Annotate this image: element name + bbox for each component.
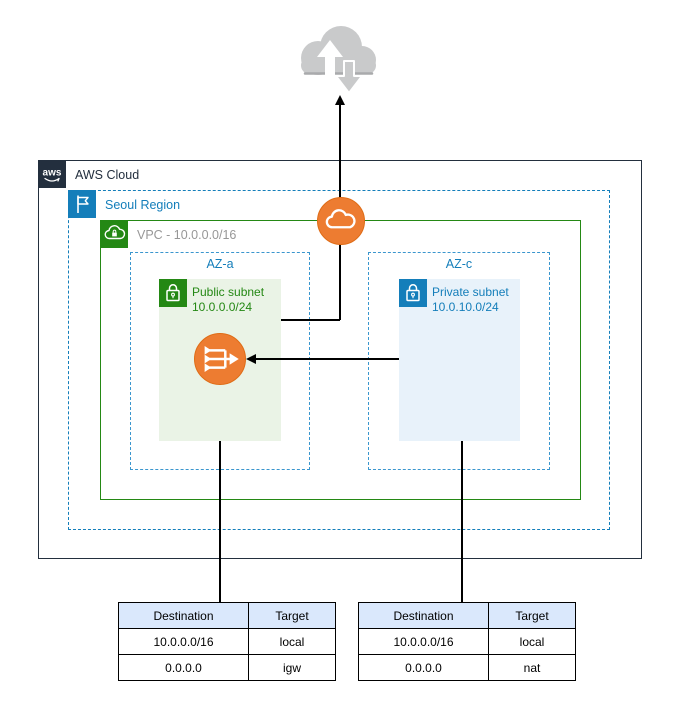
left-arrowhead-icon [246, 354, 256, 364]
vpc-label: VPC - 10.0.0.0/16 [137, 228, 237, 242]
table-row: 10.0.0.0/16 local [358, 628, 576, 655]
private-subnet-to-nat-line [253, 358, 399, 360]
nat-gateway-icon [194, 333, 246, 385]
table-row: 0.0.0.0 igw [118, 654, 336, 681]
private-subnet-box: Private subnet 10.0.10.0/24 [399, 279, 520, 441]
public-subnet-to-route-table-line [219, 441, 221, 602]
private-subnet-cidr: 10.0.10.0/24 [432, 300, 499, 314]
up-arrowhead-icon [335, 95, 345, 105]
route-table-cell: igw [248, 654, 336, 681]
private-subnet-label: Private subnet [432, 285, 509, 299]
aws-cloud-label: AWS Cloud [75, 168, 140, 182]
route-table-header-cell: Target [248, 602, 336, 629]
route-table-header-cell: Target [488, 602, 576, 629]
route-table-header-cell: Destination [118, 602, 249, 629]
region-flag-icon [68, 190, 96, 218]
table-row: Destination Target [358, 602, 576, 629]
route-table-cell: nat [488, 654, 576, 681]
private-route-table: Destination Target 10.0.0.0/16 local 0.0… [358, 602, 576, 681]
route-table-cell: 0.0.0.0 [118, 654, 249, 681]
upload-arrow-icon [317, 40, 343, 76]
route-table-header-cell: Destination [358, 602, 489, 629]
public-subnet-to-igw-line [281, 319, 340, 321]
internet-cloud-icon [301, 26, 376, 94]
region-label: Seoul Region [105, 198, 181, 212]
internet-gateway-icon [317, 197, 365, 245]
aws-cloud-box: aws AWS Cloud Seoul Region [38, 160, 642, 559]
public-route-table: Destination Target 10.0.0.0/16 local 0.0… [118, 602, 336, 681]
public-subnet-lock-icon [159, 279, 187, 307]
route-table-cell: 10.0.0.0/16 [118, 628, 249, 655]
az-c-box: AZ-c [368, 252, 550, 470]
table-row: 0.0.0.0 nat [358, 654, 576, 681]
private-subnet-to-route-table-line [461, 441, 463, 602]
az-a-label: AZ-a [206, 257, 234, 271]
vpc-icon [100, 220, 128, 248]
route-table-cell: 0.0.0.0 [358, 654, 489, 681]
table-row: Destination Target [118, 602, 336, 629]
aws-logo-icon: aws [38, 160, 66, 188]
route-table-cell: local [248, 628, 336, 655]
route-table-cell: 10.0.0.0/16 [358, 628, 489, 655]
az-c-label: AZ-c [445, 257, 473, 271]
download-arrow-icon [335, 60, 363, 94]
table-row: 10.0.0.0/16 local [118, 628, 336, 655]
route-table-cell: local [488, 628, 576, 655]
public-subnet-cidr: 10.0.0.0/24 [192, 300, 253, 314]
private-subnet-lock-icon [399, 279, 427, 307]
aws-logo-text: aws [43, 168, 62, 179]
public-subnet-label: Public subnet [192, 285, 265, 299]
